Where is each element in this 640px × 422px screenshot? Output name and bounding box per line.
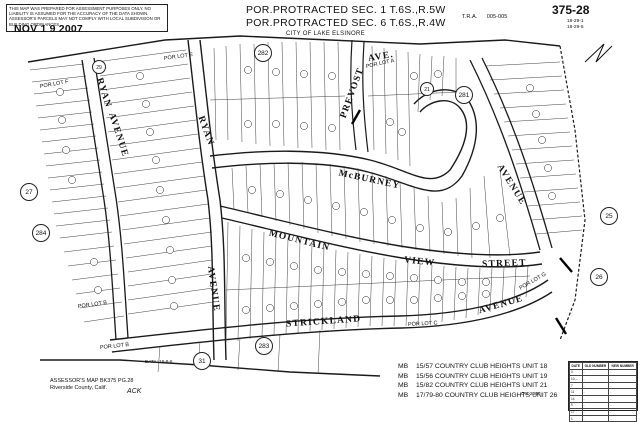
assessor-map-ref: ASSESSOR'S MAP BK375 PG.28 bbox=[50, 378, 134, 384]
date-stamp: NOV 1 9 2007 bbox=[14, 23, 83, 35]
page-ref-circle: 27 bbox=[20, 183, 38, 201]
table-row: 7-- bbox=[569, 381, 637, 390]
east-avenue-road bbox=[469, 59, 541, 251]
sub-ref: 18-29-1 bbox=[567, 19, 584, 24]
tra-block: T.R.A. 005-005 bbox=[462, 14, 515, 20]
book-page-number: 375-28 bbox=[552, 3, 590, 17]
prevost-road bbox=[362, 41, 369, 153]
page-ref-circle: 283 bbox=[255, 337, 273, 355]
history-header: DATE bbox=[569, 362, 583, 370]
page-ref-circle: 26 bbox=[590, 268, 608, 286]
mountain-view-road bbox=[219, 205, 541, 256]
table-row: 10-...-- bbox=[569, 375, 637, 383]
page-ref-circle: 282 bbox=[254, 44, 272, 62]
initials: ACK bbox=[127, 388, 142, 395]
data-note: DATA: 18-8-6 bbox=[145, 359, 173, 364]
boundary-line bbox=[27, 35, 561, 63]
mcburney-road bbox=[209, 100, 468, 180]
page-ref-circle: 29 bbox=[92, 60, 106, 74]
history-header: NEW NUMBER bbox=[608, 362, 637, 370]
assessor-caption: ASSESSOR'S MAP BK375 PG.28 Riverside Cou… bbox=[50, 378, 134, 392]
county-label: Riverside County, Calif. bbox=[50, 385, 108, 391]
page-ref-circle: 31 bbox=[193, 352, 211, 370]
north-arrow-icon bbox=[584, 43, 613, 63]
street-label-street: STREET bbox=[481, 258, 527, 270]
boundary-line bbox=[559, 45, 586, 341]
sub-ref: 18-29-5 bbox=[567, 24, 584, 30]
east-avenue-road bbox=[481, 57, 553, 249]
page-ref-circle: 21 bbox=[420, 82, 434, 96]
tra-value: 005-005 bbox=[486, 14, 508, 20]
west-avenue-road bbox=[81, 59, 117, 341]
mountain-view-road bbox=[221, 217, 543, 268]
page-ref-circle: 284 bbox=[32, 224, 50, 242]
west-avenue-road bbox=[93, 57, 129, 339]
city-label: CITY OF LAKE ELSINORE bbox=[286, 31, 365, 37]
parcel-number-circles bbox=[56, 66, 556, 314]
table-row: 0-- bbox=[569, 368, 637, 377]
table-row: 1-- bbox=[569, 414, 637, 422]
strickland-road bbox=[109, 279, 549, 341]
header-line-2: POR.PROTRACTED SEC. 6 T.6S.,R.4W bbox=[246, 17, 446, 29]
road-end-marks bbox=[350, 109, 573, 335]
page-ref-circle: 25 bbox=[600, 207, 618, 225]
table-row: 11-- bbox=[569, 388, 637, 396]
print-date: Oct 2007 bbox=[521, 392, 541, 397]
ryan-avenue-road bbox=[187, 39, 215, 361]
table-row: 9-- bbox=[569, 401, 637, 410]
history-header: OLD NUMBER bbox=[581, 362, 610, 370]
header-line-1: POR.PROTRACTED SEC. 1 T.6S.,R.5W bbox=[246, 4, 446, 16]
table-row: 17-- bbox=[569, 408, 637, 416]
tra-label: T.R.A. bbox=[462, 14, 478, 20]
table-row: 14-- bbox=[569, 394, 637, 403]
history-table: DATE OLD NUMBER NEW NUMBER 0-- 10-...-- … bbox=[568, 361, 638, 422]
page-ref-circle: 281 bbox=[455, 86, 473, 104]
disclaimer-box: THIS MAP WAS PREPARED FOR ASSESSMENT PUR… bbox=[6, 4, 168, 32]
prevost-road bbox=[350, 39, 357, 151]
ryan-avenue-road bbox=[199, 39, 227, 361]
strickland-road bbox=[111, 291, 553, 353]
sub-references: 18-29-1 18-29-5 bbox=[567, 19, 584, 30]
